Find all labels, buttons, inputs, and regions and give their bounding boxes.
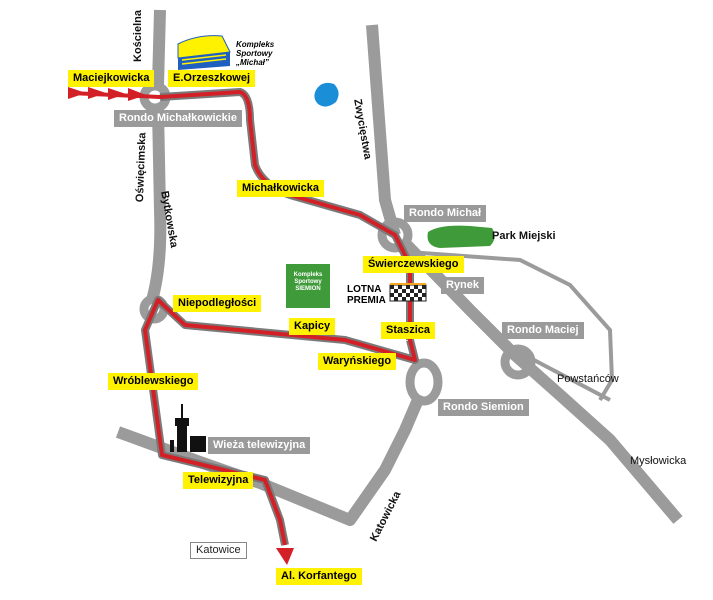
city-label-katowice: Katowice: [190, 542, 247, 559]
finish-arrow-icon: [276, 548, 294, 565]
tv-tower-icon: [170, 404, 206, 452]
start-arrows: [68, 87, 146, 101]
street-label-michalkowicka: Michałkowicka: [237, 180, 325, 197]
arrow-icon: [128, 88, 146, 101]
landmark-label-rondo-michalkowickie: Rondo Michałkowickie: [114, 110, 242, 127]
landmark-label-rondo-maciej: Rondo Maciej: [502, 322, 584, 339]
street-label-maciejkowicka: Maciejkowicka: [68, 70, 155, 87]
arrow-icon: [108, 88, 126, 100]
park-icon: [427, 225, 495, 248]
logo-line: Sportowy: [236, 49, 273, 58]
street-label-staszica: Staszica: [381, 322, 436, 339]
landmark-label-wieza-telewizyjna: Wieża telewizyjna: [208, 437, 311, 454]
logo-line: Kompleks: [236, 40, 275, 49]
lake-icon: [314, 82, 339, 107]
siemion-line: SIEMION: [295, 286, 321, 292]
street-label-swierczewskiego: Świerczewskiego: [363, 256, 464, 273]
siemion-line: Sportowy: [294, 279, 322, 285]
landmark-label-rondo-siemion: Rondo Siemion: [438, 399, 529, 416]
street-label-korfantego: Al. Korfantego: [276, 568, 362, 585]
street-label-kapicy: Kapicy: [289, 318, 336, 335]
lotna-line: PREMIA: [347, 295, 386, 306]
rondo-michal-shape: [377, 217, 413, 253]
road-koscielna: [152, 9, 166, 86]
street-label-niepodleglosci: Niepodległości: [173, 295, 262, 312]
rondo-siemion-shape: [405, 358, 443, 406]
checkered-flag-icon: [389, 283, 427, 302]
street-label-myslowicka: Mysłowicka: [630, 455, 687, 467]
rondo-maciej-shape: [500, 344, 536, 380]
lotna-line: LOTNA: [347, 284, 382, 295]
street-label-oswiecimska: Oświęcimska: [134, 132, 149, 203]
street-label-warynskiego: Waryńskiego: [318, 353, 397, 370]
sport-complex-siemion-box: Kompleks Sportowy SIEMION: [286, 264, 330, 308]
street-label-telewizyjna: Telewizyjna: [183, 472, 254, 489]
landmark-label-park-miejski: Park Miejski: [492, 230, 556, 242]
street-label-orzeszkowej: E.Orzeszkowej: [168, 70, 256, 87]
arrow-icon: [68, 87, 86, 99]
street-label-powstancow: Powstańców: [557, 373, 619, 385]
stadium-icon: [177, 35, 231, 70]
road-myslowicka: [397, 235, 683, 524]
siemion-line: Kompleks: [293, 272, 323, 278]
road-rynek-loop: [407, 250, 615, 402]
arrow-icon: [88, 87, 106, 99]
lotna-premia-label: LOTNA PREMIA: [347, 284, 386, 306]
landmark-label-rynek: Rynek: [441, 277, 485, 294]
road-bytkowska: [146, 109, 167, 302]
street-label-koscielna: Kościelna: [132, 10, 144, 62]
logo-line: „Michał”: [236, 58, 269, 67]
landmark-label-rondo-michal: Rondo Michał: [404, 205, 487, 222]
sport-complex-michal-logo: Kompleks Sportowy „Michał”: [236, 40, 274, 67]
road-zwyciestwa: [366, 24, 401, 237]
street-label-wroblewskiego: Wróblewskiego: [108, 373, 199, 390]
